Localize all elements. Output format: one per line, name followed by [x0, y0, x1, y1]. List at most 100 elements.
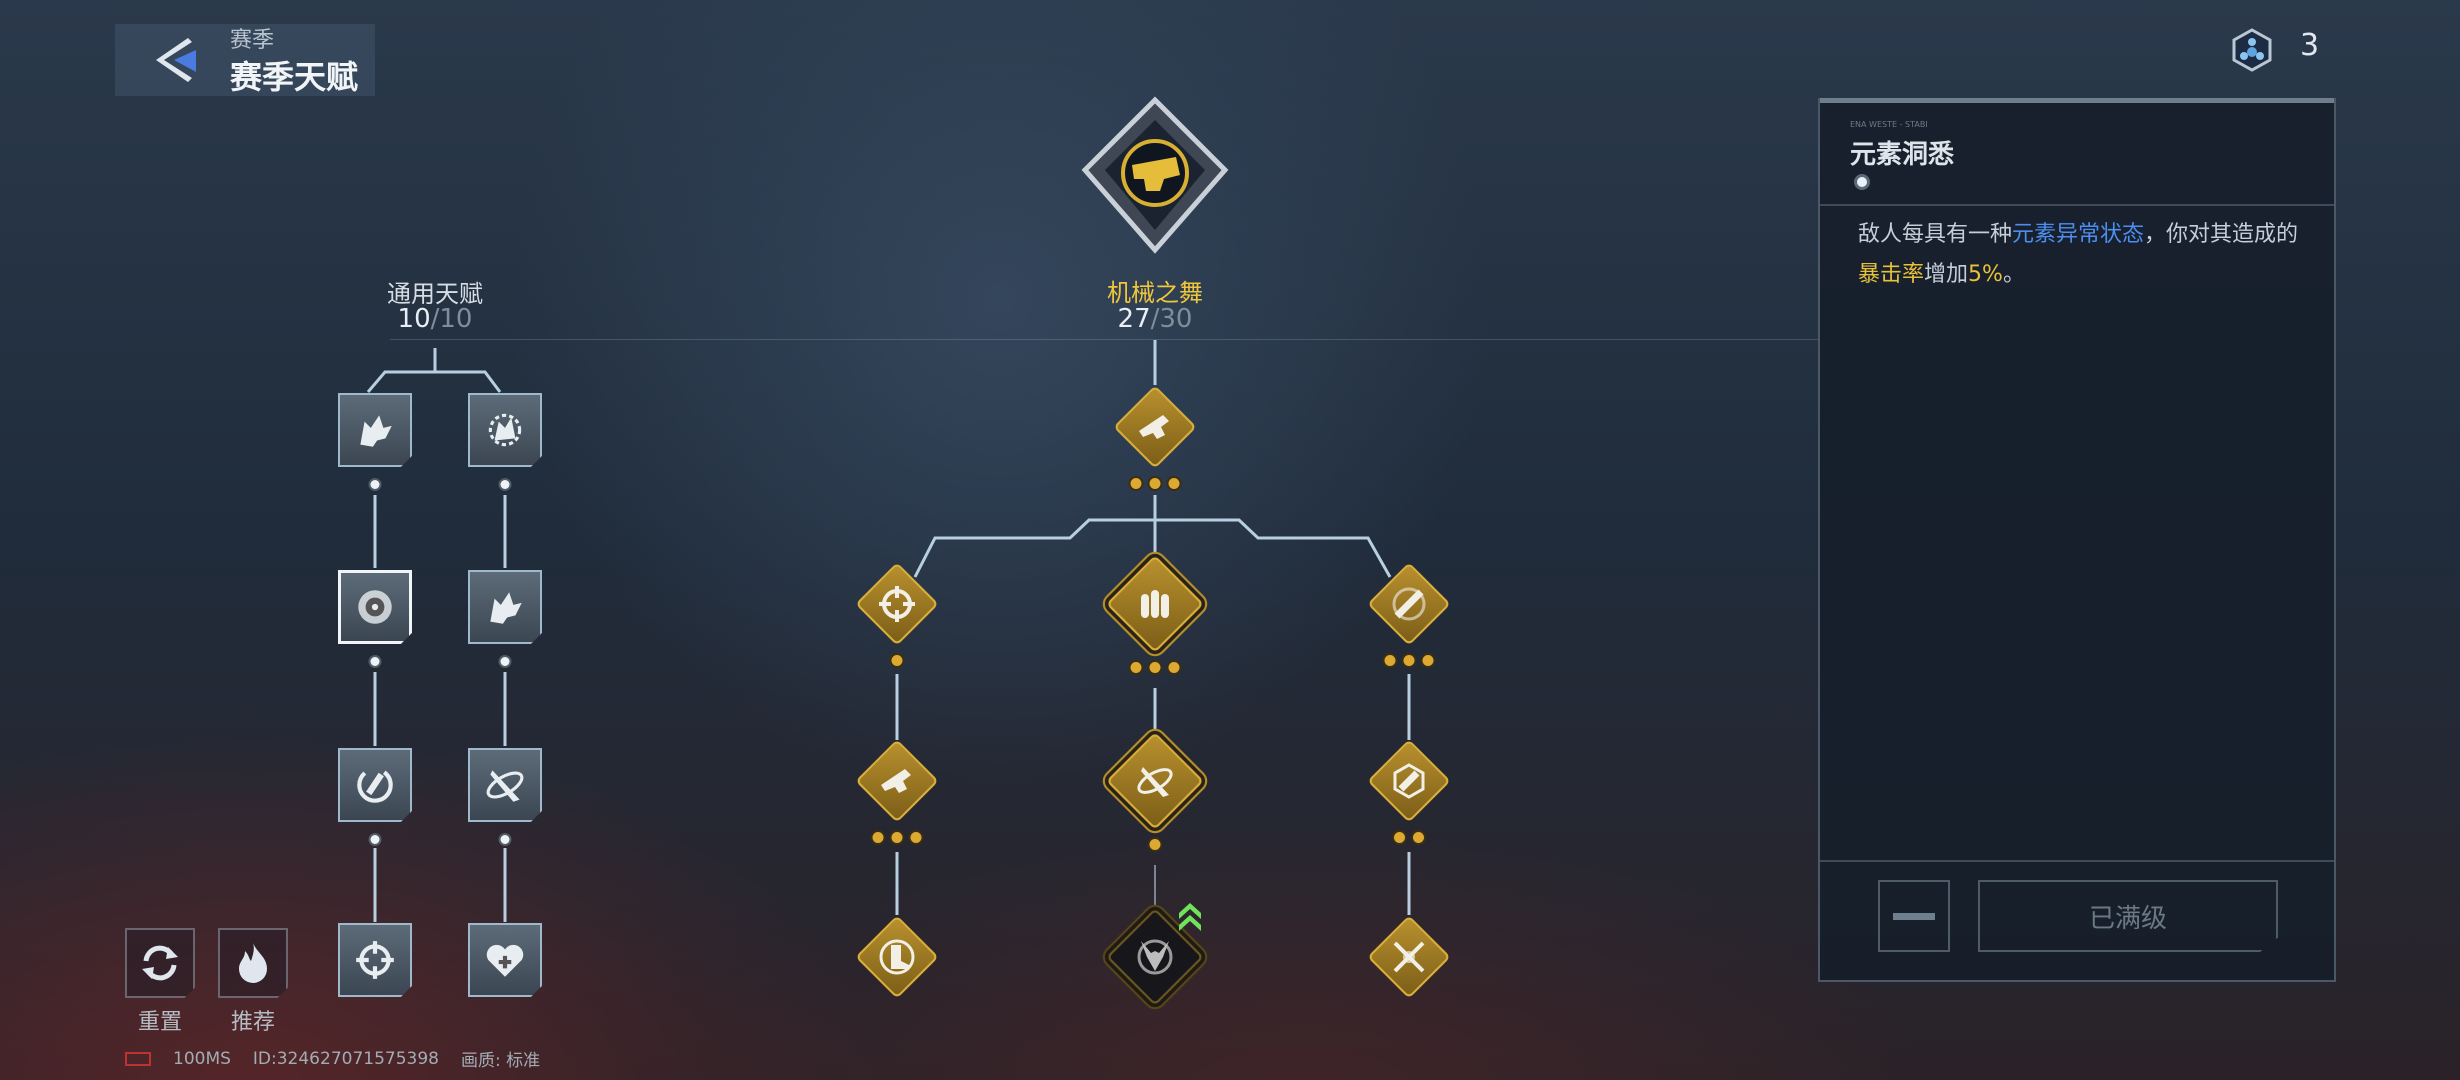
- minus-icon: [1893, 912, 1935, 920]
- level-dot: [1147, 837, 1163, 852]
- breadcrumb: 赛季: [230, 28, 275, 53]
- gun-slash-icon: [1392, 587, 1426, 621]
- bullet-orbit-icon: [486, 770, 524, 802]
- desc-segment: 5%: [1968, 262, 2003, 287]
- level-dot: [1411, 830, 1426, 845]
- level-dots: [1392, 830, 1426, 845]
- refresh-icon: [142, 945, 178, 981]
- class-talent-node[interactable]: [855, 915, 939, 999]
- class-tree-count: 27/30: [1117, 304, 1193, 334]
- level-dot: [1420, 653, 1436, 668]
- desc-segment: 增加: [1924, 262, 1969, 287]
- panel-code: ENA WESTE - STABI: [1850, 120, 1928, 129]
- level-dot: [1392, 830, 1407, 845]
- level-dots: [1128, 476, 1182, 491]
- desc-segment: 敌人每具有一种: [1858, 222, 2013, 247]
- recommend-label: 推荐: [230, 1010, 275, 1035]
- level-dot: [1147, 660, 1163, 675]
- downgrade-button[interactable]: [1878, 880, 1950, 952]
- desc-segment: ，你对其造成的: [2144, 222, 2299, 247]
- level-dot: [498, 478, 512, 491]
- general-talent-node[interactable]: [338, 923, 412, 997]
- reset-button[interactable]: 重置: [125, 928, 195, 1036]
- crosshair-icon: [879, 586, 915, 622]
- level-dot: [498, 833, 512, 846]
- level-dot: [889, 653, 905, 668]
- level-dot: [368, 833, 382, 846]
- level-dot: [908, 830, 924, 845]
- level-dot: [1854, 174, 1870, 190]
- crosshair-icon: [356, 941, 394, 979]
- talent-description: 敌人每具有一种元素异常状态，你对其造成的暴击率增加5%。: [1858, 215, 2308, 295]
- level-dot: [1401, 653, 1417, 668]
- level-dots: [1147, 837, 1163, 852]
- level-dot: [1128, 660, 1144, 675]
- class-talent-node[interactable]: [1106, 732, 1204, 830]
- class-talent-node[interactable]: [1367, 739, 1451, 823]
- fire-icon: [239, 943, 267, 983]
- general-talent-node[interactable]: [468, 923, 542, 997]
- level-dots: [889, 653, 905, 668]
- max-level-button[interactable]: 已满级: [1978, 880, 2278, 952]
- level-dots: [870, 830, 924, 845]
- upgrade-arrow-icon: [1177, 899, 1203, 935]
- boot-icon: [879, 939, 915, 975]
- spiked-wolf-icon: [488, 413, 522, 447]
- desc-segment: 暴击率: [1858, 262, 1925, 287]
- class-talent-node[interactable]: [1367, 915, 1451, 999]
- ping: 100MS: [173, 1048, 231, 1069]
- class-emblem-icon: [1081, 96, 1229, 254]
- class-talent-node[interactable]: [1113, 385, 1197, 469]
- class-talent-node[interactable]: [1106, 908, 1204, 1006]
- class-talent-node[interactable]: [1367, 562, 1451, 646]
- level-dot: [498, 655, 512, 668]
- class-talent-node[interactable]: [855, 739, 939, 823]
- gun-icon: [1139, 415, 1169, 439]
- level-dots: [1382, 653, 1436, 668]
- class-tree-title: 机械之舞: [1107, 279, 1203, 307]
- heart-plus-icon: [486, 944, 524, 977]
- talent-name: 元素洞悉: [1850, 140, 1955, 170]
- gun-icon: [881, 769, 911, 793]
- desc-segment: 。: [2002, 262, 2025, 287]
- cross-blades-icon: [1393, 941, 1425, 973]
- beast-icon: [1137, 939, 1173, 975]
- general-talent-node[interactable]: [338, 570, 412, 644]
- bullet-ring-icon: [1393, 763, 1425, 799]
- talent-point-icon: [2232, 28, 2272, 72]
- level-dot: [1147, 476, 1163, 491]
- level-dot: [1166, 660, 1182, 675]
- level-dot: [1382, 653, 1398, 668]
- back-icon[interactable]: [148, 32, 204, 88]
- desc-segment: 元素异常状态: [2012, 222, 2145, 247]
- reset-label: 重置: [137, 1010, 182, 1035]
- status-bar: 100MS ID:324627071575398 画质: 标准: [125, 1046, 540, 1071]
- reload-icon: [357, 767, 393, 803]
- level-dot: [1166, 476, 1182, 491]
- class-talent-node[interactable]: [1106, 555, 1204, 653]
- level-dot: [368, 478, 382, 491]
- general-talent-node[interactable]: [338, 393, 412, 467]
- level-dot: [368, 655, 382, 668]
- target-gear-icon: [358, 590, 392, 624]
- wolf-icon: [360, 415, 392, 447]
- page-title: 赛季天赋: [230, 58, 359, 96]
- player-id: ID:324627071575398: [252, 1048, 439, 1069]
- general-talent-node[interactable]: [468, 748, 542, 822]
- level-dot: [870, 830, 886, 845]
- divider: [390, 339, 1820, 340]
- level-dots: [1128, 660, 1182, 675]
- recommend-button[interactable]: 推荐: [218, 928, 288, 1036]
- bullets-icon: [1141, 590, 1169, 618]
- general-talent-node[interactable]: [468, 393, 542, 467]
- general-talent-node[interactable]: [468, 570, 542, 644]
- battery-icon: [125, 1051, 151, 1066]
- level-dot: [889, 830, 905, 845]
- talent-detail-panel: ENA WESTE - STABI 元素洞悉 敌人每具有一种元素异常状态，你对其…: [1818, 98, 2336, 982]
- bullet-orbit-icon: [1137, 767, 1173, 797]
- general-tree-count: 10/10: [397, 304, 473, 334]
- general-talent-node[interactable]: [338, 748, 412, 822]
- level-dot: [1128, 476, 1144, 491]
- wolf-icon: [490, 592, 522, 624]
- class-talent-node[interactable]: [855, 562, 939, 646]
